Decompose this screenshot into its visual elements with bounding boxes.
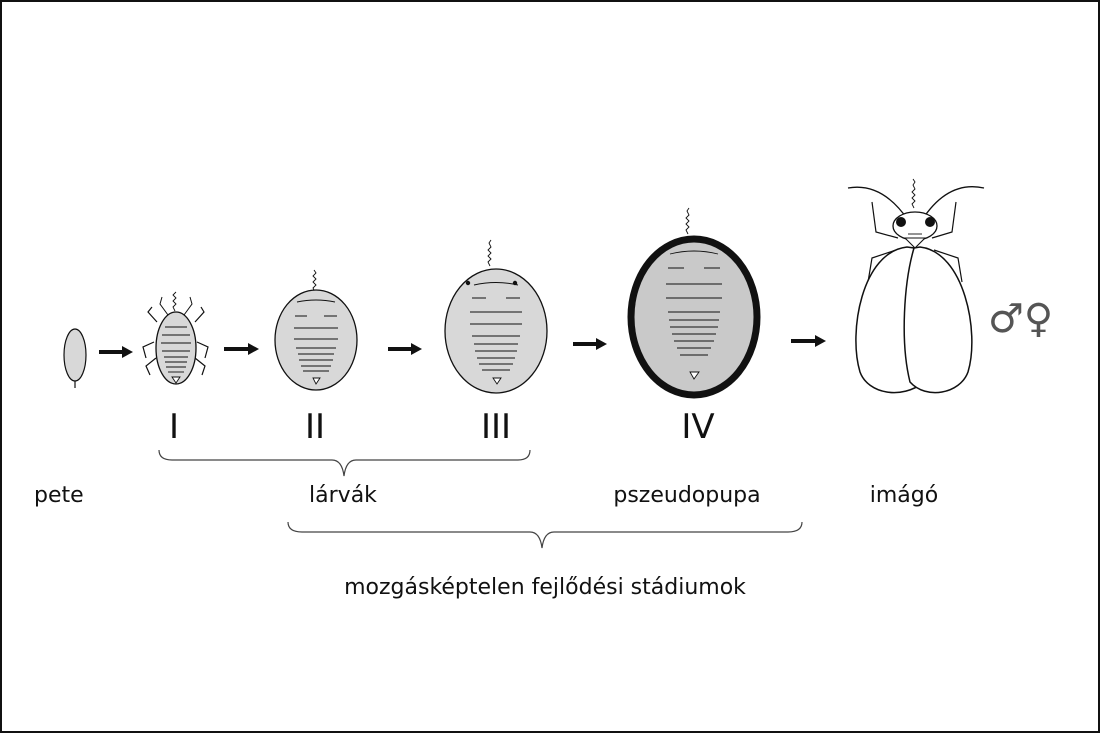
- stage-numeral-2: II: [305, 407, 325, 447]
- larvae-brace: [158, 449, 531, 477]
- larvae-label: lárvák: [309, 483, 377, 508]
- immobile-stages-label: mozgásképtelen fejlődési stádiumok: [344, 575, 746, 600]
- pseudopupa-icon: [627, 207, 761, 399]
- third-instar-larva-icon: [444, 239, 548, 394]
- arrow-icon: [224, 343, 259, 355]
- stage-numeral-3: III: [481, 407, 511, 447]
- first-instar-larva-icon: [142, 291, 209, 385]
- stage-numeral-1: I: [169, 407, 179, 447]
- stage-numeral-4: IV: [681, 407, 714, 447]
- arrow-icon: [573, 338, 607, 350]
- egg-icon: [63, 328, 87, 388]
- whitefly-adult-icon: [847, 178, 985, 394]
- immobile-stages-brace: [287, 521, 803, 549]
- arrow-icon: [99, 346, 133, 358]
- pseudopupa-label: pszeudopupa: [613, 483, 760, 508]
- adult-label: imágó: [870, 483, 938, 508]
- arrow-icon: [791, 335, 826, 347]
- sex-symbols: ♂♀: [988, 296, 1053, 342]
- arrow-icon: [388, 343, 422, 355]
- egg-label: pete: [34, 483, 84, 508]
- second-instar-larva-icon: [274, 269, 358, 391]
